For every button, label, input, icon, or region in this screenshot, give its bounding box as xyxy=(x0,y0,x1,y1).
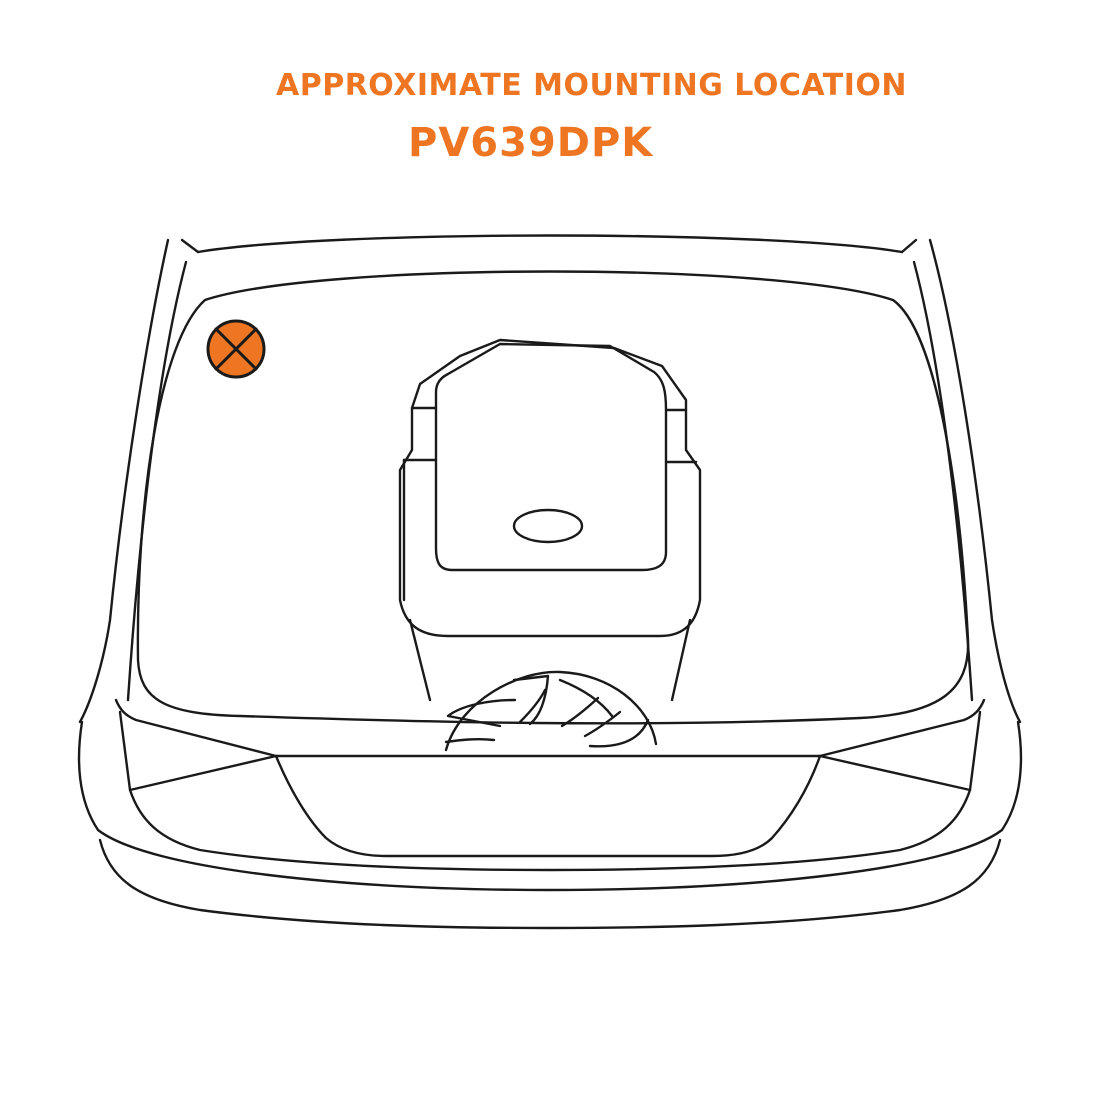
right-fender-outer-line xyxy=(928,238,1022,724)
fan-blade xyxy=(560,696,600,728)
fan-blade xyxy=(518,688,547,724)
bumper-lower-line xyxy=(77,720,1023,892)
cowl-line xyxy=(196,234,904,254)
left-fender-outer-line xyxy=(78,238,170,724)
grille-outline xyxy=(274,754,822,858)
left-fender-inner-line xyxy=(180,238,200,254)
engine-cover-outer xyxy=(398,338,702,638)
radiator-fan-icon xyxy=(444,670,658,752)
engine-bay xyxy=(126,260,974,725)
bumper-bottom-line xyxy=(98,838,1002,930)
fan-blade xyxy=(444,737,496,744)
mounting-location-x-marker xyxy=(206,319,266,379)
bumper-mid-line xyxy=(128,788,972,872)
fan-blade xyxy=(512,674,550,726)
oil-filler-cap xyxy=(512,508,584,544)
front-bumper xyxy=(77,698,1023,930)
left-inner-fender-line xyxy=(126,260,188,702)
right-fender-inner-line xyxy=(900,238,918,254)
engine-cover-top-panel xyxy=(434,342,668,572)
fan-shroud-arc xyxy=(444,670,658,752)
heading-approximate-mounting-location: APPROXIMATE MOUNTING LOCATION xyxy=(276,68,907,103)
fan-blade xyxy=(583,710,622,738)
fan-blade xyxy=(558,678,614,718)
engine-bay-outline xyxy=(136,270,970,725)
right-inner-fender-line xyxy=(912,260,974,702)
engine-cover-base-right xyxy=(670,618,692,702)
engine-cover-base-left xyxy=(408,618,432,702)
engine-cover xyxy=(398,338,702,702)
bumper-top-line xyxy=(114,698,986,758)
car-body-outline xyxy=(78,234,1022,724)
fan-blade xyxy=(588,718,650,748)
heading-part-number: PV639DPK xyxy=(408,120,654,166)
